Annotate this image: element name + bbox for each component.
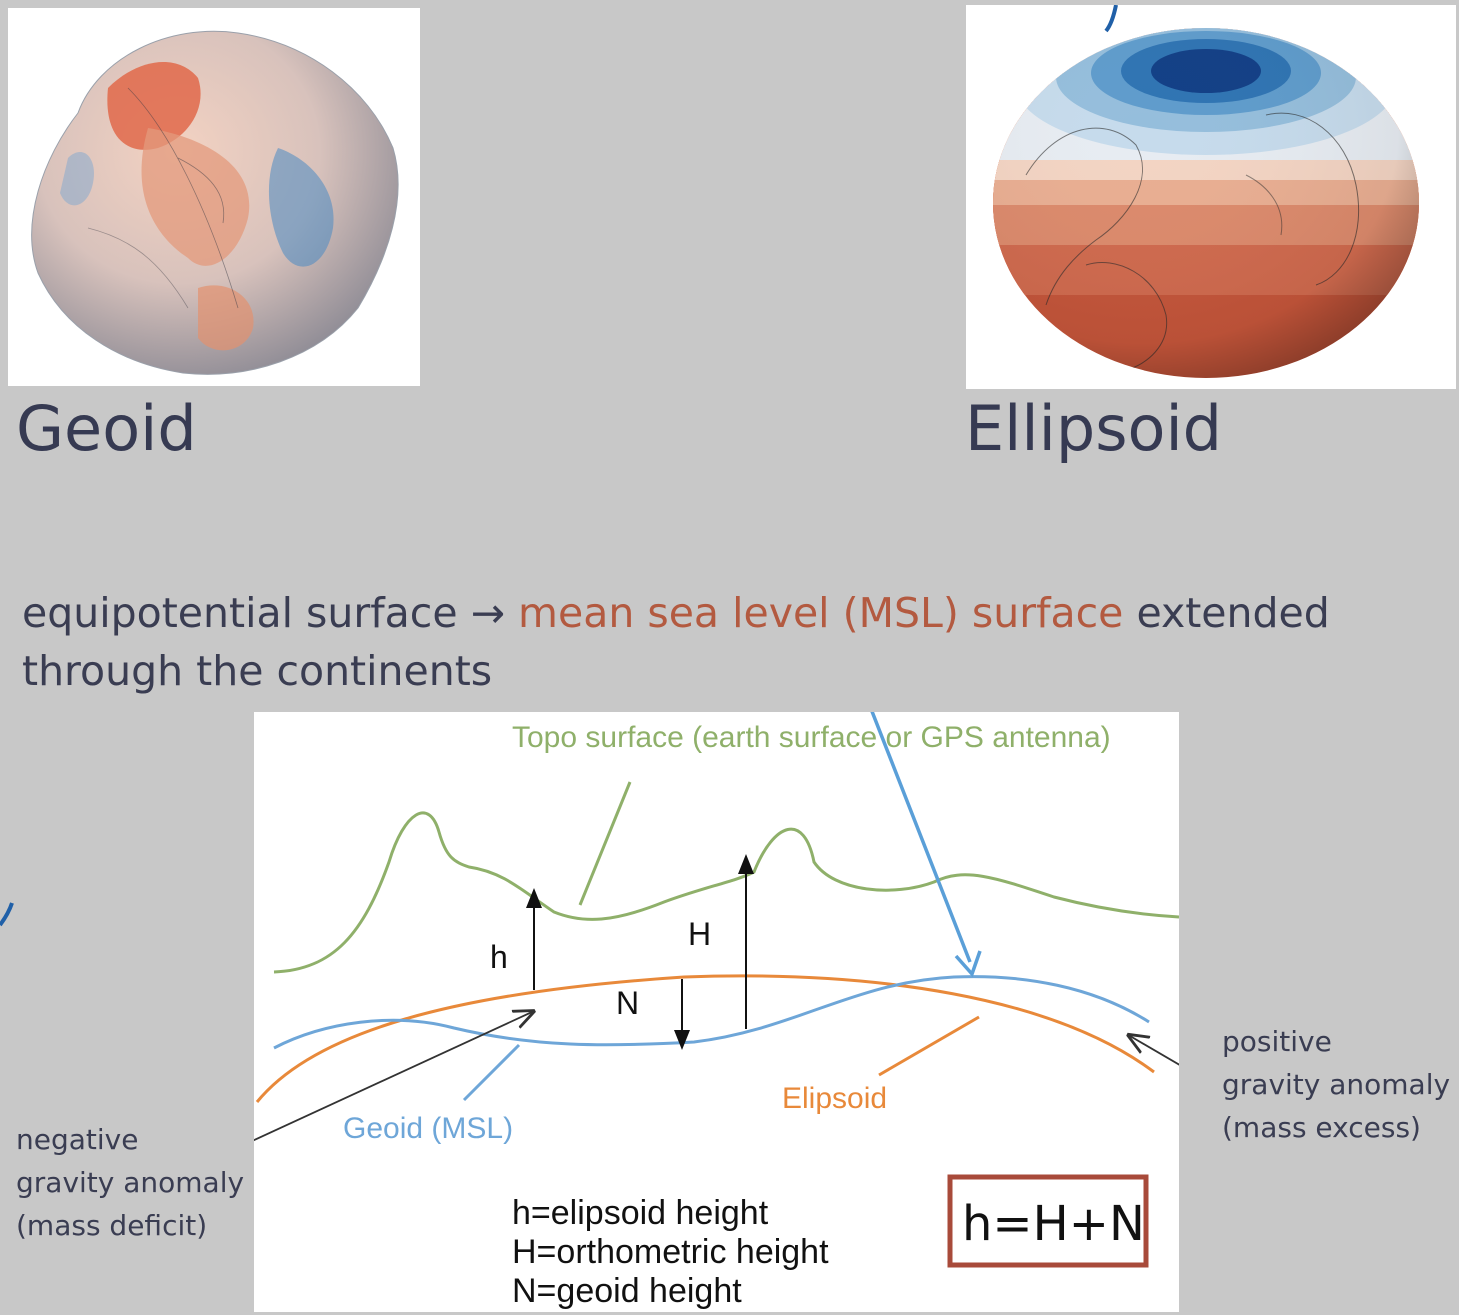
ellipsoid-title: Ellipsoid [965,392,1223,465]
positive-note-line-1: positive [1222,1025,1332,1058]
ellipsoid-pointer [878,1015,980,1077]
caption: equipotential surface → mean sea level (… [22,584,1442,700]
negative-note-line-3: (mass deficit) [16,1209,208,1242]
caption-arrow: → [470,589,505,637]
positive-anomaly-arrow [1130,1036,1179,1066]
geoid-image [31,30,399,375]
negative-anomaly-note: negative gravity anomaly (mass deficit) [16,1118,244,1247]
negative-anomaly-arrow [254,1012,532,1142]
legend-line-2: H=orthometric height [512,1233,829,1271]
ellipsoid-image [993,5,1419,378]
N-label: N [616,985,639,1021]
geoid-pointer [462,1043,521,1102]
h-label: h [490,939,508,975]
msl-annotation-arrow [870,712,972,963]
ellipsoid-label: Elipsoid [782,1082,887,1115]
caption-msl: mean sea level (MSL) surface [518,589,1124,637]
positive-note-line-3: (mass excess) [1222,1111,1421,1144]
legend-line-1: h=elipsoid height [512,1194,769,1232]
geoid-label: Geoid (MSL) [343,1112,513,1145]
topo-surface-line [273,811,1179,974]
geoid-line [273,975,1150,1050]
legend-line-3: N=geoid height [512,1272,742,1310]
topo-label: Topo surface (earth surface or GPS anten… [512,721,1111,754]
geoid-image-panel [8,8,420,386]
caption-part1: equipotential surface [22,589,458,637]
positive-note-line-2: gravity anomaly [1222,1068,1451,1101]
geoid-title: Geoid [16,392,197,465]
ellipsoid-line [255,974,1155,1103]
caption-part2: extended through the continents [22,589,1330,695]
formula-box [947,1174,1149,1268]
positive-anomaly-note: positive gravity anomaly (mass excess) [1222,1020,1450,1149]
ellipsoid-image-panel [966,5,1456,389]
topo-pointer [578,781,632,906]
msl-annotation-arrowhead [954,950,982,978]
negative-note-line-2: gravity anomaly [16,1166,245,1199]
height-diagram: Topo surface (earth surface or GPS anten… [254,712,1179,1310]
negative-note-line-1: negative [16,1123,139,1156]
edge-mark [0,902,14,927]
formula-text: h=H+N [962,1196,1145,1252]
height-diagram-panel: Topo surface (earth surface or GPS anten… [254,712,1179,1312]
H-label: H [688,916,711,952]
